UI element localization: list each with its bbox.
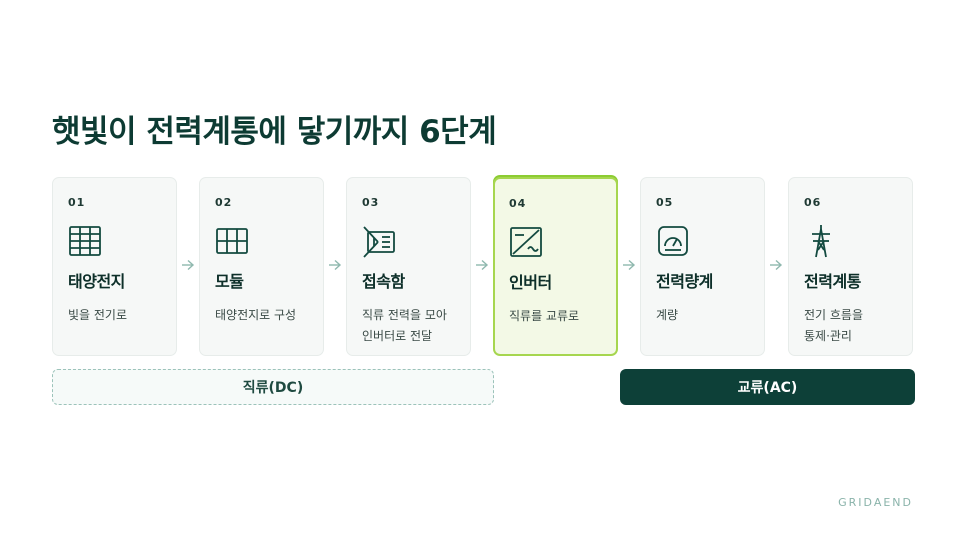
step-number: 01 xyxy=(68,196,86,209)
arrow-right-icon xyxy=(182,259,195,271)
step-description: 계량 xyxy=(656,308,679,322)
dc-band: 직류(DC) xyxy=(52,369,494,405)
arrow-right-icon xyxy=(476,259,489,271)
step-description: 빛을 전기로 xyxy=(68,308,128,322)
junction-box-icon xyxy=(362,224,396,258)
step-number: 05 xyxy=(656,196,674,209)
page-title: 햇빛이 전력계통에 닿기까지 6단계 xyxy=(52,114,497,150)
step-name: 인버터 xyxy=(509,273,552,292)
step-description: 전기 흐름을 통제·관리 xyxy=(804,308,864,343)
step-name: 전력량계 xyxy=(656,272,713,291)
step-number: 03 xyxy=(362,196,380,209)
step-number: 04 xyxy=(509,197,527,210)
steps-flow: 01 태양전지 빛을 전기로 02 모듈 태양전지로 구성 xyxy=(52,177,915,358)
step-name: 전력계통 xyxy=(804,272,861,291)
step-name: 접속함 xyxy=(362,272,405,291)
step-description: 직류 전력을 모아 인버터로 전달 xyxy=(362,308,447,343)
arrow-right-icon xyxy=(623,259,636,271)
meter-gauge-icon xyxy=(656,224,690,258)
step-card-module: 02 모듈 태양전지로 구성 xyxy=(199,177,324,356)
solar-cell-icon xyxy=(68,224,102,258)
brand-logo: GRIDAEND xyxy=(838,496,913,509)
transmission-tower-icon xyxy=(804,224,838,258)
inverter-icon xyxy=(509,225,543,259)
module-grid-icon xyxy=(215,224,249,258)
arrow-right-icon xyxy=(770,259,783,271)
step-name: 태양전지 xyxy=(68,272,125,291)
step-name: 모듈 xyxy=(215,272,244,291)
step-card-solar-cell: 01 태양전지 빛을 전기로 xyxy=(52,177,177,356)
step-card-junction-box: 03 접속함 직류 전력을 모아 인버터로 전달 xyxy=(346,177,471,356)
step-description: 태양전지로 구성 xyxy=(215,308,297,322)
step-card-power-meter: 05 전력량계 계량 xyxy=(640,177,765,356)
step-card-power-grid: 06 전력계통 전기 흐름을 통제·관리 xyxy=(788,177,913,356)
step-number: 06 xyxy=(804,196,822,209)
step-number: 02 xyxy=(215,196,233,209)
arrow-right-icon xyxy=(329,259,342,271)
step-description: 직류를 교류로 xyxy=(509,309,580,323)
step-card-inverter: 04 인버터 직류를 교류로 xyxy=(493,177,618,356)
ac-band: 교류(AC) xyxy=(620,369,915,405)
